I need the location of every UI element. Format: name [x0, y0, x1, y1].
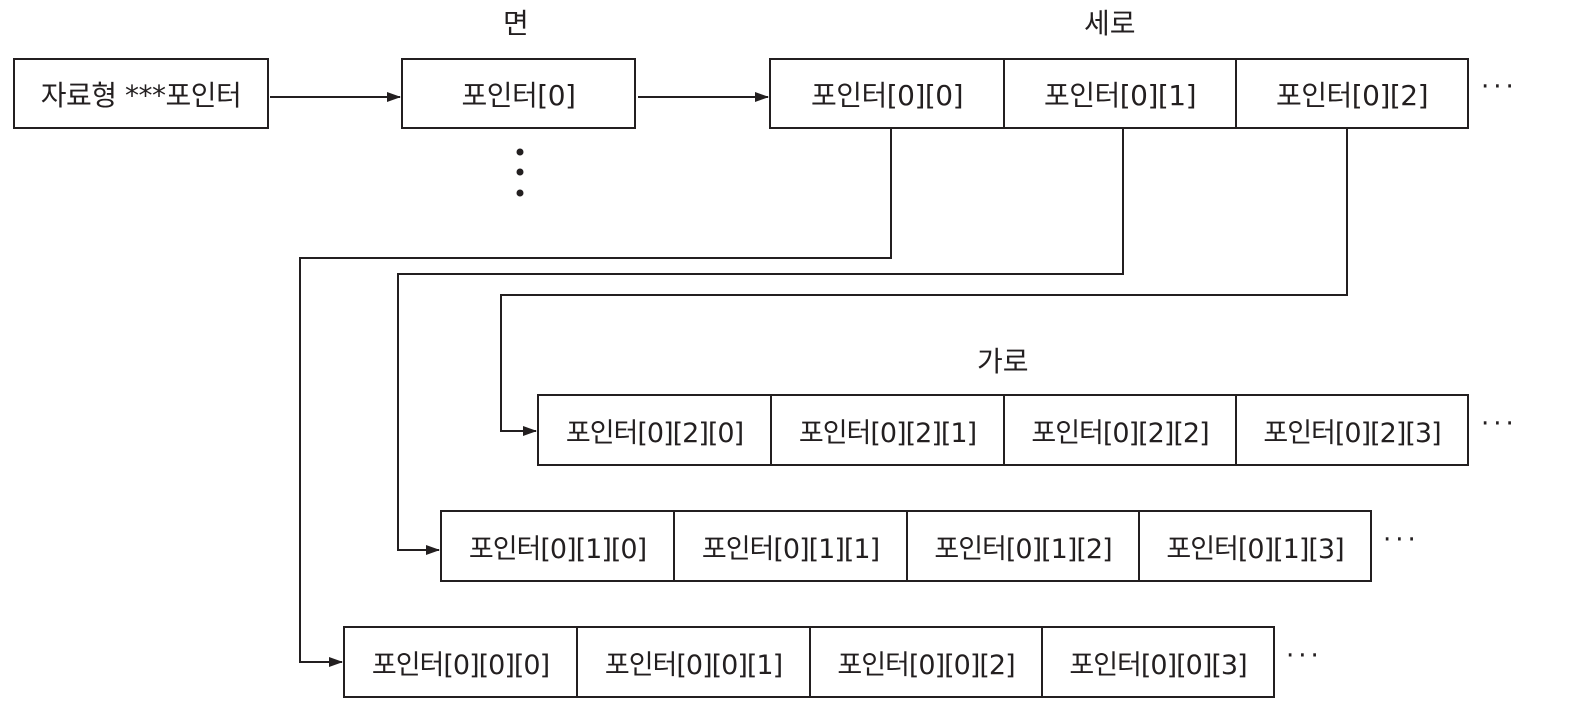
row0-continuation: ···	[1286, 641, 1323, 671]
row2-cell-3: 포인터[0][2][3]	[1235, 394, 1469, 466]
level1-cell: 포인터[0]	[401, 58, 636, 129]
row0-cell-0: 포인터[0][0][0]	[343, 626, 578, 698]
level2-continuation: ···	[1481, 72, 1518, 102]
arrow-col0-to-row0	[299, 128, 892, 667]
base-pointer-box: 자료형 ***포인터	[13, 58, 269, 129]
level2-cell-1: 포인터[0][1]	[1003, 58, 1237, 129]
level2-cell-0: 포인터[0][0]	[769, 58, 1005, 129]
row0-cell-3: 포인터[0][0][3]	[1041, 626, 1275, 698]
row-label: 가로	[977, 345, 1029, 378]
column-label: 세로	[1084, 7, 1136, 40]
row1-cell-1: 포인터[0][1][1]	[673, 510, 908, 582]
vertical-ellipsis	[516, 148, 524, 197]
row2-cell-0: 포인터[0][2][0]	[537, 394, 772, 466]
row1-cell-3: 포인터[0][1][3]	[1138, 510, 1372, 582]
arrow-col2-to-row2	[500, 128, 1348, 436]
row1-continuation: ···	[1383, 525, 1420, 555]
row1-cell-2: 포인터[0][1][2]	[906, 510, 1140, 582]
row2-continuation: ···	[1481, 409, 1518, 439]
plane-label: 면	[503, 7, 529, 40]
row0-cell-1: 포인터[0][0][1]	[576, 626, 811, 698]
level2-cell-2: 포인터[0][2]	[1235, 58, 1469, 129]
arrow-col1-to-row1	[397, 128, 1124, 555]
row0-cell-2: 포인터[0][0][2]	[809, 626, 1043, 698]
row1-cell-0: 포인터[0][1][0]	[440, 510, 675, 582]
row2-cell-1: 포인터[0][2][1]	[770, 394, 1005, 466]
row2-cell-2: 포인터[0][2][2]	[1003, 394, 1237, 466]
